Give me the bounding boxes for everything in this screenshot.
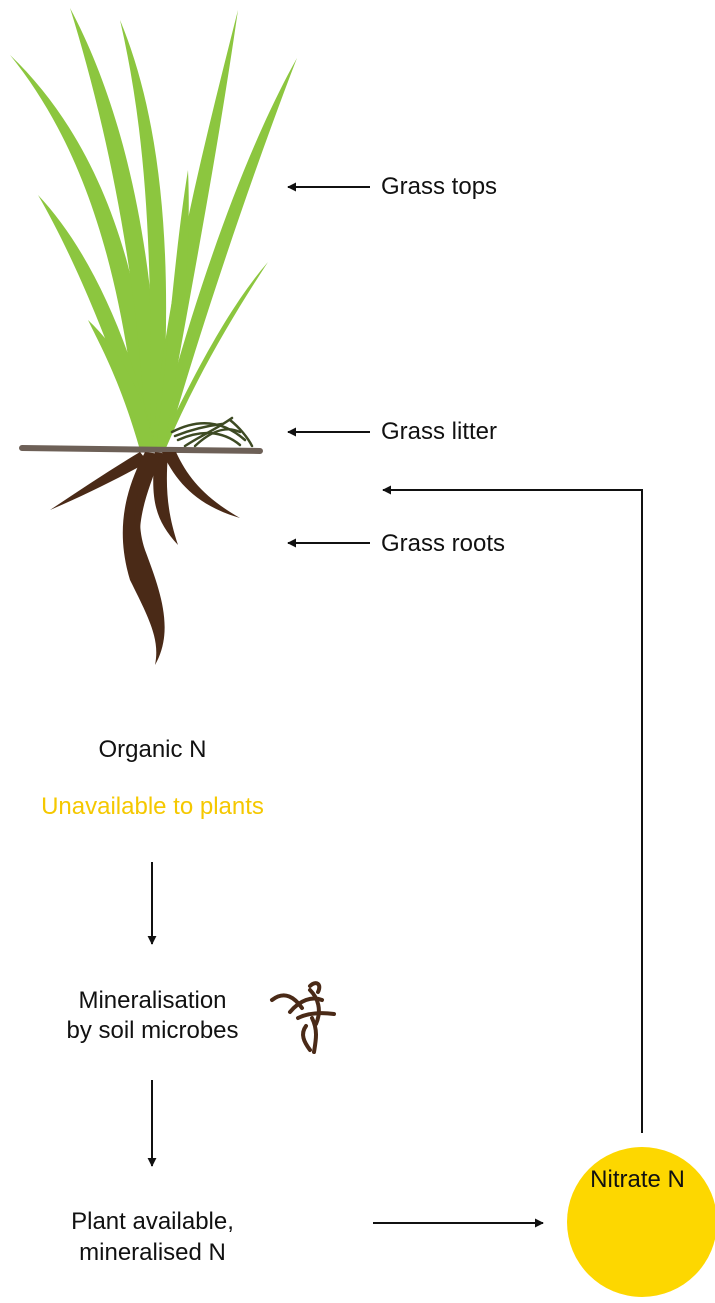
nitrate-uptake-arrow — [383, 490, 642, 1133]
plant-available-label-line1: Plant available, — [20, 1207, 285, 1237]
soil-surface-line — [22, 448, 260, 451]
unavailable-to-plants-label: Unavailable to plants — [0, 792, 305, 822]
mineralisation-label-line1: Mineralisation — [30, 986, 275, 1016]
organic-n-label: Organic N — [40, 735, 265, 765]
grass-litter-label: Grass litter — [381, 417, 497, 447]
nitrate-n-label: Nitrate N — [560, 1165, 715, 1195]
grass-plant-icon — [10, 8, 297, 450]
plant-available-label-line2: mineralised N — [20, 1238, 285, 1268]
grass-roots-icon — [50, 452, 240, 665]
grass-tops-label: Grass tops — [381, 172, 497, 202]
grass-roots-label: Grass roots — [381, 529, 505, 559]
mineralisation-label-line2: by soil microbes — [30, 1016, 275, 1046]
grass-litter-icon — [172, 418, 252, 446]
microbes-icon — [272, 983, 334, 1052]
